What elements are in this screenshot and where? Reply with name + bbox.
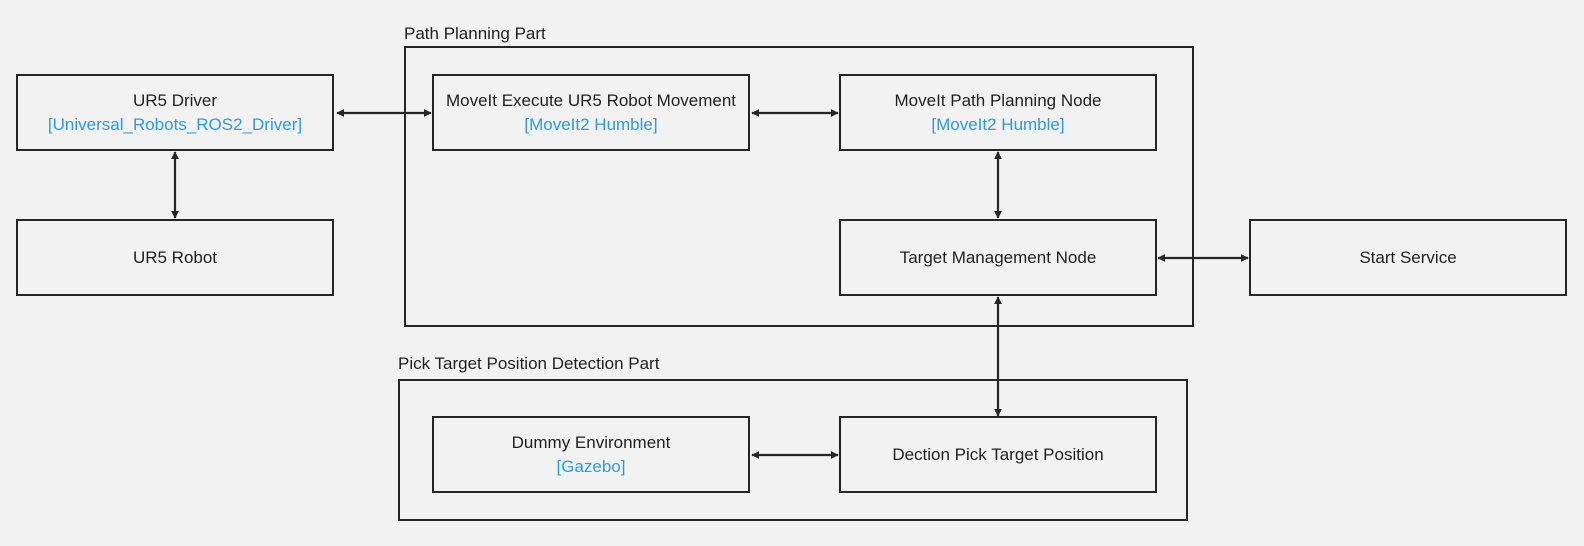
moveit-execute-title: MoveIt Execute UR5 Robot Movement	[445, 90, 737, 110]
start-service-node: Start Service	[1249, 219, 1567, 296]
path-planning-group-label: Path Planning Part	[404, 24, 546, 43]
dummy-environment-subtitle: [Gazebo]	[556, 456, 626, 476]
path-planning-group	[404, 46, 1194, 327]
ur5-robot-node: UR5 Robot	[16, 219, 334, 296]
ur5-driver-subtitle: [Universal_Robots_ROS2_Driver]	[47, 114, 303, 134]
ur5-robot-title: UR5 Robot	[132, 247, 218, 267]
dummy-environment-title: Dummy Environment	[511, 432, 671, 452]
ur5-driver-title: UR5 Driver	[132, 90, 218, 110]
detection-group-label: Pick Target Position Detection Part	[398, 354, 660, 373]
dummy-environment-node: Dummy Environment [Gazebo]	[432, 416, 750, 493]
moveit-planning-title: MoveIt Path Planning Node	[894, 90, 1102, 110]
target-management-node: Target Management Node	[839, 219, 1157, 296]
start-service-title: Start Service	[1359, 247, 1457, 267]
detection-pick-title: Dection Pick Target Position	[892, 444, 1104, 464]
moveit-planning-node: MoveIt Path Planning Node [MoveIt2 Humbl…	[839, 74, 1157, 151]
detection-group	[398, 379, 1188, 521]
detection-pick-node: Dection Pick Target Position	[839, 416, 1157, 493]
moveit-execute-subtitle: [MoveIt2 Humble]	[524, 114, 658, 134]
target-management-title: Target Management Node	[899, 247, 1097, 267]
ur5-driver-node: UR5 Driver [Universal_Robots_ROS2_Driver…	[16, 74, 334, 151]
moveit-execute-node: MoveIt Execute UR5 Robot Movement [MoveI…	[432, 74, 750, 151]
moveit-planning-subtitle: [MoveIt2 Humble]	[931, 114, 1065, 134]
